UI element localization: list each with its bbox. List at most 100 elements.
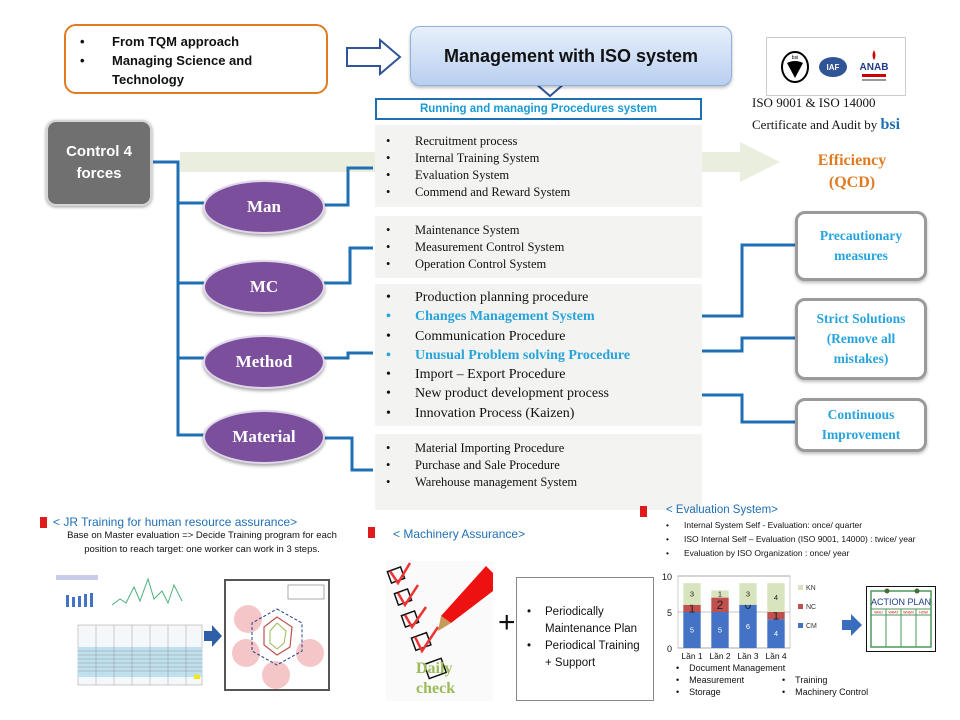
bullet-item: • Storage [676,687,721,697]
data-label: 4 [774,629,778,638]
evaluation-list: Internal System Self - Evaluation: once/… [664,518,916,560]
bullet-item: • Training [782,675,828,685]
training-spreadsheet-image [56,575,204,695]
action-plan-col: WHEN [903,611,914,615]
cert-line-1: ISO 9001 & ISO 14000 [752,95,876,110]
man-procedures: Recruitment process Internal Training Sy… [375,125,702,207]
bullet-text: Storage [689,687,721,697]
procedure-item: Production planning procedure [375,288,702,308]
bullet-item: • Measurement [676,675,745,685]
origin-item: Managing Science and Technology [80,51,316,89]
procedure-item: Measurement Control System [375,239,702,256]
procedure-item: New product development process [375,384,702,404]
anab-logo-icon: ANAB [860,49,889,81]
material-procedures: Material Importing Procedure Purchase an… [375,434,702,510]
outcome-strict-solutions: Strict Solutions (Remove all mistakes) [795,298,927,380]
plus-sign: + [498,606,516,639]
machinery-marker-icon [368,527,375,538]
action-plan-col: HOW [919,611,928,615]
cert-line-2: Certificate and Audit by bsi [752,114,900,136]
bar-kn [683,583,701,605]
machinery-item: Periodical Training + Support [527,638,647,672]
origin-item: From TQM approach [80,32,316,51]
evaluation-item: ISO Internal Self – Evaluation (ISO 9001… [664,532,916,546]
svg-text:IAF: IAF [827,63,840,72]
bar-kn [739,583,757,605]
data-label: 2 [717,598,724,612]
jr-marker-icon [40,517,47,528]
jr-training-description: Base on Master evaluation => Decide Trai… [67,530,337,555]
bar-cm [767,619,785,648]
machinery-plan-box: Periodically Maintenance Plan Periodical… [516,577,654,701]
procedure-item: Maintenance System [375,222,702,239]
bullet-text: Measurement [689,675,745,685]
bullet-item: • Document Management [676,663,786,673]
spreadsheet-thumbnail-icon [56,575,203,686]
y-tick-label: 5 [667,608,672,618]
legend-label: CM [806,623,817,630]
daily-check-caption: Daily check [416,660,456,697]
bar-kn [767,583,785,612]
procedure-item: Changes Management System [375,307,702,327]
skill-radar-chart-image [224,579,330,691]
data-label: 5 [718,626,722,635]
x-tick-label: Lần 3 [737,651,759,661]
machinery-item: Periodically Maintenance Plan [527,604,647,638]
procedure-item: Material Importing Procedure [375,440,702,457]
force-mc: MC [203,260,325,314]
outcome-continuous-improvement: Continuous Improvement [795,398,927,452]
force-method: Method [203,335,325,389]
evaluation-item: Evaluation by ISO Organization : once/ y… [664,546,916,560]
cert-line-2-prefix: Certificate and Audit by [752,117,881,132]
data-label: 3 [690,590,694,599]
legend-swatch-kn [798,585,803,590]
procedure-item: Communication Procedure [375,327,702,347]
machinery-title: < Machinery Assurance> [393,527,526,541]
bar-nc [711,597,729,612]
action-plan-title: ACTION PLAN [871,597,931,607]
data-label: 3 [746,590,750,599]
legend-label: KN [806,585,816,592]
bar-cm [683,612,701,648]
action-plan-col: WHO [874,611,883,615]
checklist-pencil-icon [386,562,493,680]
data-label: 4 [774,593,778,602]
outcome-precautionary: Precautionary measures [795,211,927,281]
procedure-item: Evaluation System [375,167,702,184]
data-label: 1 [718,590,722,599]
bar-cm [739,604,757,648]
action-plan-board-icon: ACTION PLAN WHO WHAT WHEN HOW [870,588,932,648]
procedure-item: Import – Export Procedure [375,365,702,385]
procedure-item: Innovation Process (Kaizen) [375,404,702,424]
bar-nc [683,604,701,612]
evaluation-marker-icon [640,506,647,517]
x-tick-label: Lần 4 [765,651,787,661]
force-man: Man [203,180,325,234]
svg-text:bsi: bsi [792,55,798,61]
bullet-text: Machinery Control [795,687,869,697]
data-label: 5 [690,626,694,635]
legend-swatch-cm [798,623,803,628]
iaf-logo-icon: IAF [819,56,847,77]
bsi-logo-icon: bsi [781,50,809,83]
mc-procedures: Maintenance System Measurement Control S… [375,216,702,278]
header-title: Management with ISO system [410,26,732,86]
procedure-item: Unusual Problem solving Procedure [375,346,702,366]
evaluation-item: Internal System Self - Evaluation: once/… [664,518,916,532]
svg-text:ANAB: ANAB [860,62,889,73]
procedures-title: Running and managing Procedures system [375,98,702,120]
qcd-text: (QCD) [828,174,876,191]
procedure-item: Warehouse management System [375,474,702,491]
daily-check-image: Daily check [386,561,493,701]
data-label: 1 [773,609,780,623]
training-arrow-icon [204,625,222,647]
bar-kn [711,590,729,598]
bullet-item: • Machinery Control [782,687,869,697]
data-label: 1 [689,601,696,615]
certification-logos: bsi IAF ANAB [766,37,906,96]
procedure-item: Operation Control System [375,256,702,273]
method-procedures: Production planning procedureChanges Man… [375,284,702,426]
evaluation-title: < Evaluation System> [666,504,778,516]
action-plan-col: WHAT [888,611,899,615]
